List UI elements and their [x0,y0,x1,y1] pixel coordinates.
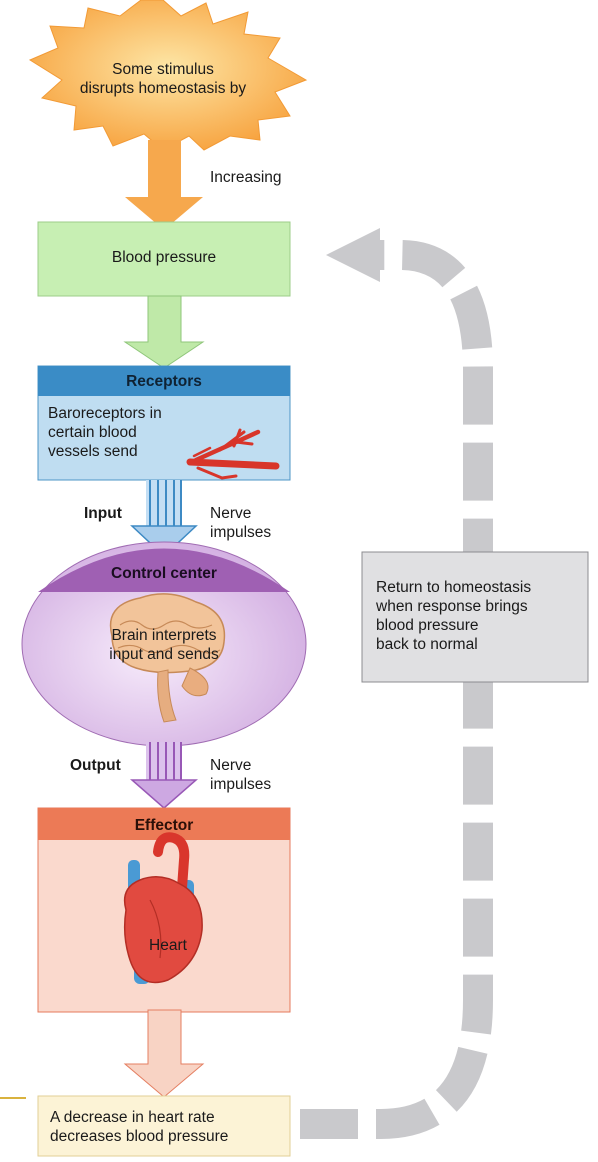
brain-icon [109,593,226,723]
variable-arrow [123,295,205,369]
feedback-text: Return to homeostasis when response brin… [376,578,531,654]
input-nerve-impulses: Nerve impulses [210,504,271,542]
receptors-header: Receptors [126,373,202,390]
effector-header: Effector [134,817,194,834]
feedback-line3: blood pressure [376,617,479,634]
response-line1: A decrease in heart rate [50,1109,215,1126]
increasing-arrow [125,140,203,230]
receptors-line3: vessels send [48,443,138,460]
output-nerve-impulses: Nerve impulses [210,756,271,794]
output-nerve-arrow [130,742,198,809]
control-center-description: Brain interprets input and sends [64,626,264,664]
output-nerve-line1: Nerve [210,757,252,774]
response-text: A decrease in heart rate decreases blood… [50,1108,228,1146]
increasing-label: Increasing [210,169,282,186]
control-center-line1: Brain interprets [111,627,217,644]
receptors-line2: certain blood [48,424,137,441]
variable-box [37,221,291,297]
input-label: Input [84,505,122,522]
feedback-line2: when response brings [376,598,528,615]
feedback-line4: back to normal [376,636,478,653]
output-label: Output [70,757,121,774]
blood-vessel-icon [186,428,280,480]
heart-icon [123,832,203,984]
variable-label: Blood pressure [111,249,217,266]
input-nerve-line2: impulses [210,524,272,541]
feedback-loop-arrow [300,228,493,1139]
control-center-header: Control center [111,565,217,582]
response-line2: decreases blood pressure [50,1128,229,1145]
feedback-box [361,551,589,683]
effector-arrow [123,1009,205,1098]
receptors-header-bar [38,366,290,396]
receptors-line1: Baroreceptors in [48,405,162,422]
stimulus-text-line2: disrupts homeostasis by [79,80,247,97]
control-center-line2: input and sends [109,646,219,663]
feedback-line1: Return to homeostasis [376,579,532,596]
control-center-header-cap [38,548,290,592]
receptors-description: Baroreceptors in certain blood vessels s… [48,404,162,461]
input-nerve-arrow [130,480,198,558]
response-box [37,1095,291,1157]
heart-label: Heart [149,937,187,954]
input-nerve-line1: Nerve [210,505,252,522]
stimulus-text-line1: Some stimulus [112,61,214,78]
feedback-arrowhead [326,228,380,282]
output-nerve-line2: impulses [210,776,272,793]
stimulus-text: Some stimulus disrupts homeostasis by [68,60,258,98]
